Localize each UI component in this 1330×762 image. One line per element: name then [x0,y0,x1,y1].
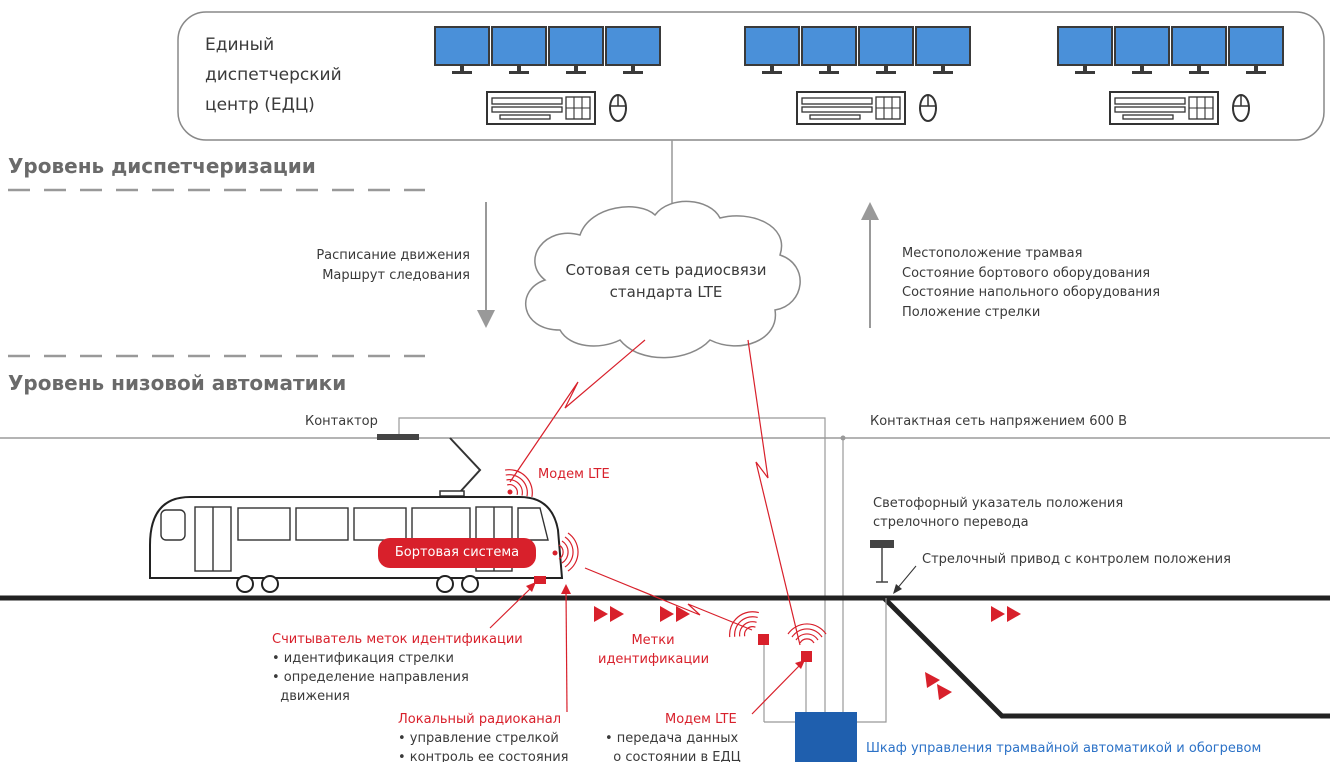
control-cabinet [795,712,857,762]
id-tag-2 [801,651,812,662]
edc-label-line: Единый [205,35,275,55]
local-radio-item: • контроль ее состояния [398,750,569,762]
uplink-line: Состояние напольного оборудования [902,285,1161,300]
onboard-label: Бортовая система [394,545,520,560]
uplink-text: Местоположение трамвая Состояние бортово… [902,244,1160,322]
signal-label: Светофорный указатель положения стрелочн… [873,494,1123,532]
local-radio-item: • управление стрелкой [398,731,559,746]
level-automation: Уровень низовой автоматики [8,371,347,395]
modem-ground-item: о состоянии в ЕДЦ [605,750,741,762]
edc-label: Единый диспетчерский центр (ЕДЦ) [205,30,342,120]
cloud-line: Сотовая сеть радиосвязи [565,261,767,279]
downlink-line: Маршрут следования [322,268,470,283]
lte-cloud [525,200,801,359]
branch-track [882,596,1330,719]
tags-line: Метки [631,633,675,648]
downlink-line: Расписание движения [316,248,470,263]
contactor [377,434,419,440]
id-tag-1 [758,634,769,645]
uplink-line: Местоположение трамвая [902,246,1083,261]
local-radio-callout: Локальный радиоканал • управление стрелк… [398,710,568,762]
catenary-label: Контактная сеть напряжением 600 В [870,414,1128,429]
reader-callout: Считыватель меток идентификации • иденти… [272,630,523,706]
edc-label-line: центр (ЕДЦ) [205,95,315,115]
downlink-text: Расписание движения Маршрут следования [288,246,470,286]
switch-drive-label: Стрелочный привод с контролем положения [922,552,1231,567]
edc-label-line: диспетчерский [205,65,342,85]
cloud-text: Сотовая сеть радиосвязи стандарта LTE [555,259,777,303]
modem-ground-title: Модем LTE [665,712,737,727]
signal-line: стрелочного перевода [873,515,1029,530]
reader-item: • идентификация стрелки [272,651,454,666]
modem-ground-item: • передача данных [605,731,739,746]
direction-arrows [594,606,1021,700]
signal-line: Светофорный указатель положения [873,496,1124,511]
reader-item: движения [272,689,350,704]
onboard-badge [378,538,536,568]
cabinet-label: Шкаф управления трамвайной автоматикой и… [866,741,1262,756]
tags-label: Метки идентификации [598,631,710,669]
reader-title: Считыватель меток идентификации [272,632,523,647]
reader-item: • определение направления [272,670,469,685]
cloud-line: стандарта LTE [609,283,723,301]
local-radio-title: Локальный радиоканал [398,712,562,727]
modem-tram-label: Модем LTE [538,467,610,482]
level-dispatch: Уровень диспетчеризации [8,154,316,178]
contactor-label: Контактор [305,414,378,429]
modem-ground-callout: Модем LTE • передача данных о состоянии … [605,710,741,762]
uplink-line: Состояние бортового оборудования [902,265,1151,281]
tags-line: идентификации [598,652,710,667]
uplink-line: Положение стрелки [902,304,1041,320]
